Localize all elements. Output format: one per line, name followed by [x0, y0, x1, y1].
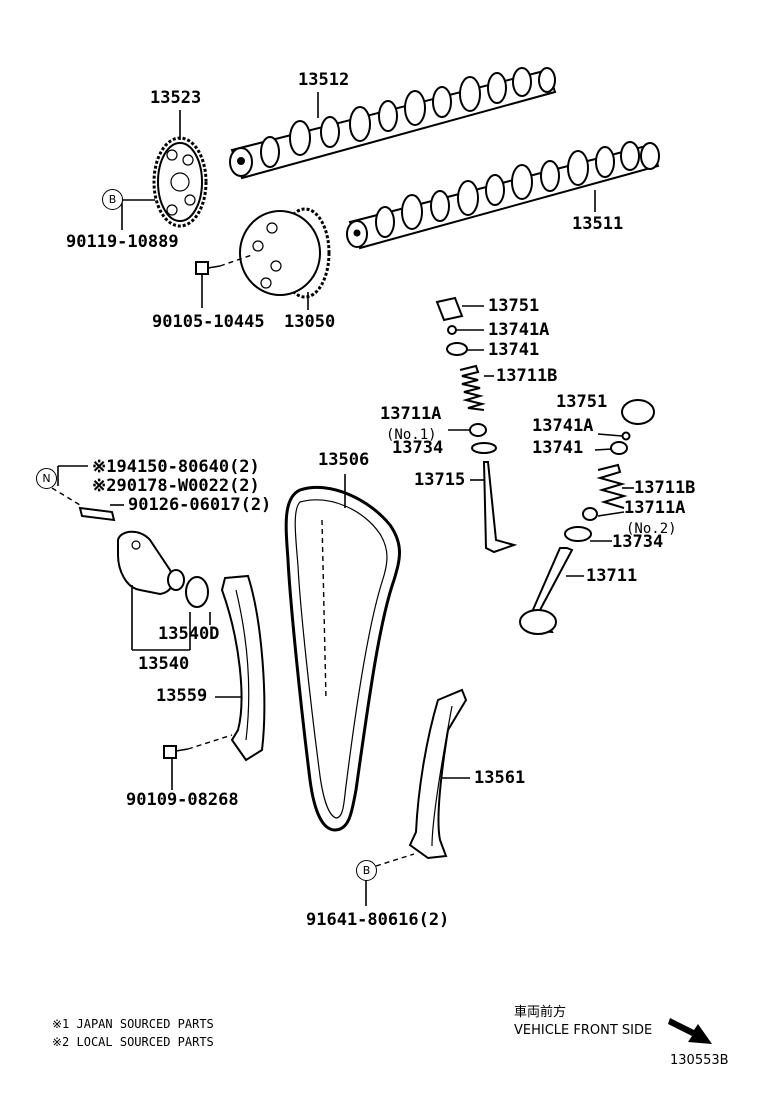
chain-guide-13561 [408, 688, 468, 860]
vehicle-front-side: VEHICLE FRONT SIDE [514, 1023, 653, 1038]
vehicle-front-jp: 車両前方 [514, 1005, 567, 1020]
callout-13711B-b: 13711B [634, 478, 696, 498]
direction-arrow [668, 1018, 712, 1044]
marker-n: N [36, 468, 57, 489]
callout-91641-80616: 91641-80616(2) [306, 910, 450, 930]
callout-13711A-a: 13711A [380, 404, 442, 424]
chain-guide-13559 [220, 574, 266, 762]
callout-13751-b: 13751 [556, 392, 608, 412]
camshaft-13512 [229, 67, 557, 180]
callout-13506: 13506 [318, 450, 370, 470]
callout-13540: 13540 [138, 654, 190, 674]
marker-b-top: B [102, 189, 123, 210]
figure-id: 130553B [670, 1053, 729, 1068]
marker-b-bottom: B [356, 860, 377, 881]
vvt-gear-13050 [239, 207, 331, 299]
callout-13741-b: 13741 [532, 438, 584, 458]
bolt-90109 [163, 734, 233, 790]
callout-13741-a: 13741 [488, 340, 540, 360]
callout-13711A-b: 13711A [624, 498, 686, 518]
valve-train-b [519, 399, 655, 635]
tensioner-13540 [51, 487, 209, 608]
callout-13734-a: 13734 [392, 438, 444, 458]
callout-90105-10445: 90105-10445 [152, 312, 265, 332]
callout-90119-10889: 90119-10889 [66, 232, 179, 252]
callout-13511: 13511 [572, 214, 624, 234]
timing-chain-13506 [284, 485, 401, 832]
callout-13050: 13050 [284, 312, 336, 332]
callout-no1: (No.1) [386, 427, 437, 443]
callout-no2: (No.2) [626, 521, 677, 537]
callout-13559: 13559 [156, 686, 208, 706]
camshaft-13511 [346, 141, 660, 250]
callout-13523: 13523 [150, 88, 202, 108]
callout-13715: 13715 [414, 470, 466, 490]
note-japan-sourced: ※1 JAPAN SOURCED PARTS [52, 1017, 214, 1031]
callout-94150-80640: ※194150-80640(2) [92, 457, 260, 477]
callout-13734-b: 13734 [612, 532, 664, 552]
callout-13751-a: 13751 [488, 296, 540, 316]
callout-90126-06017: 90126-06017(2) [128, 495, 272, 515]
callout-13540D: 13540D [158, 624, 220, 644]
callout-13561: 13561 [474, 768, 526, 788]
callout-13711: 13711 [586, 566, 638, 586]
bolt-90105 [195, 254, 253, 308]
callout-13711B-a: 13711B [496, 366, 558, 386]
callout-13512: 13512 [298, 70, 350, 90]
callout-13741A-a: 13741A [488, 320, 550, 340]
note-local-sourced: ※2 LOCAL SOURCED PARTS [52, 1035, 214, 1049]
callout-13741A-b: 13741A [532, 416, 594, 436]
sprocket-13523 [152, 136, 208, 228]
callout-90178-w0022: ※290178-W0022(2) [92, 476, 260, 496]
callout-90109-08268: 90109-08268 [126, 790, 239, 810]
